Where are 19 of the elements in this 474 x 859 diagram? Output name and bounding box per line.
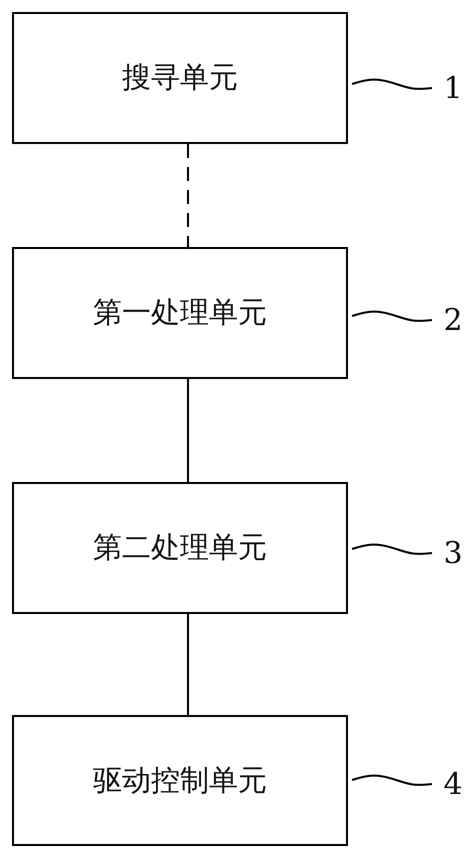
callout-number: 3 [443,536,463,570]
leader-line [352,310,432,322]
leader-line [352,544,432,555]
connector-line [187,144,189,247]
callout-number: 1 [443,70,463,106]
connector-line [187,379,189,482]
connector-line [187,614,189,715]
unit-box [12,12,348,144]
unit-label: 第一处理单元 [93,294,267,331]
unit-box [12,715,348,846]
callout-number: 2 [443,302,463,338]
callout-number: 4 [443,766,463,802]
unit-label: 第二处理单元 [93,529,267,566]
leader-line [352,78,432,90]
unit-label: 搜寻单元 [122,59,238,96]
unit-box [12,482,348,614]
unit-box [12,247,348,379]
unit-label: 驱动控制单元 [93,762,267,798]
leader-line [352,774,432,786]
